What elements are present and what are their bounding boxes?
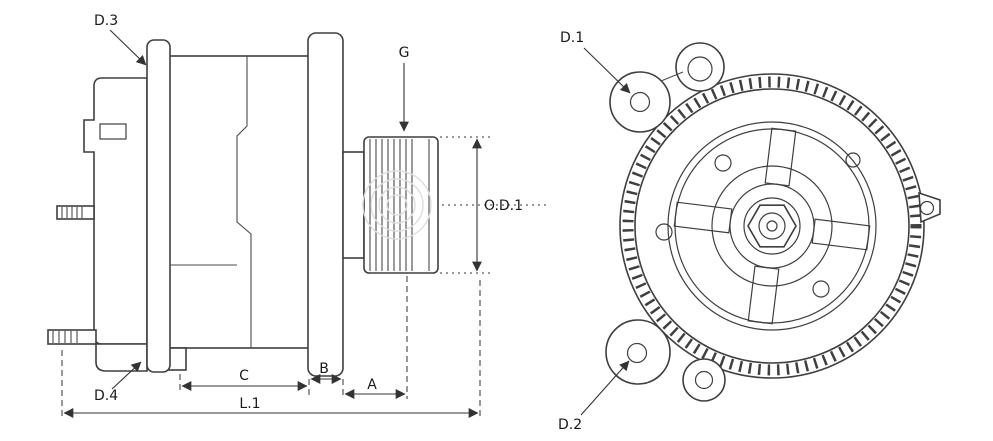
fan-spoke: [747, 265, 780, 325]
ear-bridge-line: [660, 71, 684, 82]
nut-washer-circle: [743, 197, 801, 255]
rear-housing-vent-detail: [99, 123, 127, 140]
small-hole: [714, 154, 732, 172]
pulley-groove-lines: [369, 139, 407, 271]
leader-line-d2: [580, 360, 630, 416]
dim-label-od1: O.D.1: [484, 198, 523, 214]
mounting-ear-bottom-right: [682, 358, 726, 402]
leader-line-d1: [583, 47, 631, 94]
mounting-ear-bottom-left-boss: [605, 319, 671, 385]
front-view-outline: [605, 42, 941, 402]
mounting-hole-d1: [629, 91, 651, 113]
small-hole: [812, 280, 830, 298]
stator-body: [167, 55, 310, 349]
mounting-tab-right: [918, 191, 941, 224]
pulley: [363, 136, 439, 274]
rear-mounting-lug: [95, 343, 148, 372]
pulley-shoulder-lines: [411, 139, 430, 271]
dim-label-d3: D.3: [94, 13, 118, 29]
mounting-ear-bottom-left: [605, 319, 671, 385]
dim-label-g: G: [399, 45, 410, 61]
watermark-rings: [362, 170, 432, 240]
fan-spokes: [673, 127, 871, 325]
hub-circle-outer: [711, 165, 833, 287]
dim-label-b: B: [319, 361, 329, 377]
nut-hexagon: [747, 204, 797, 248]
shaft-center-dot: [766, 220, 778, 232]
mounting-hole-bottom-right: [694, 370, 714, 390]
fan-spoke: [673, 201, 733, 234]
dim-label-l1: L.1: [239, 396, 260, 412]
side-view: D.3 D.4 G O.D.1 C B: [47, 13, 546, 419]
small-hole: [655, 223, 673, 241]
shaft-end-circle: [758, 212, 786, 240]
front-bracket-flange: [307, 32, 344, 377]
dim-label-c: C: [239, 368, 249, 384]
side-view-dimensions: D.3 D.4 G O.D.1 C B: [61, 13, 523, 419]
fan-spoke: [764, 127, 797, 187]
terminal-stud-threads: [61, 207, 83, 218]
terminal-stud-upper: [56, 205, 95, 220]
mounting-bolt-lower: [47, 329, 97, 345]
small-holes: [655, 152, 861, 298]
mounting-ear-top-boss: [675, 42, 725, 92]
leader-line-d3: [109, 29, 147, 66]
mounting-hole-top: [687, 56, 713, 82]
mounting-bolt-body: [47, 329, 97, 345]
front-view-dimensions: D.1 D.2: [558, 30, 631, 433]
mounting-hole-d2: [626, 342, 648, 364]
side-view-outline: [47, 32, 546, 377]
body-part-split-line: [236, 56, 252, 348]
dim-label-a: A: [367, 377, 377, 393]
dim-label-d2: D.2: [558, 417, 582, 433]
leader-line-d4: [111, 361, 142, 390]
terminal-stud-body: [56, 205, 95, 220]
shaft-spacer: [342, 151, 365, 259]
front-view: D.1 D.2: [558, 30, 941, 433]
small-hole: [845, 152, 861, 168]
pulley-outline: [363, 136, 439, 274]
dim-label-d1: D.1: [560, 30, 584, 46]
shaft-nut: [743, 197, 801, 255]
mounting-hole-right: [919, 200, 935, 216]
cooling-fin-ring: [622, 76, 922, 376]
rear-mounting-flange: [146, 39, 171, 373]
fan-shroud-circle-outer: [667, 121, 877, 331]
mounting-ear-top: [660, 42, 725, 92]
dim-label-d4: D.4: [94, 388, 118, 404]
mounting-tab-right-shape: [918, 191, 941, 224]
mounting-bolt-threads: [52, 331, 78, 343]
mounting-ear-bottom-right-boss: [682, 358, 726, 402]
fan-spoke: [811, 218, 871, 251]
